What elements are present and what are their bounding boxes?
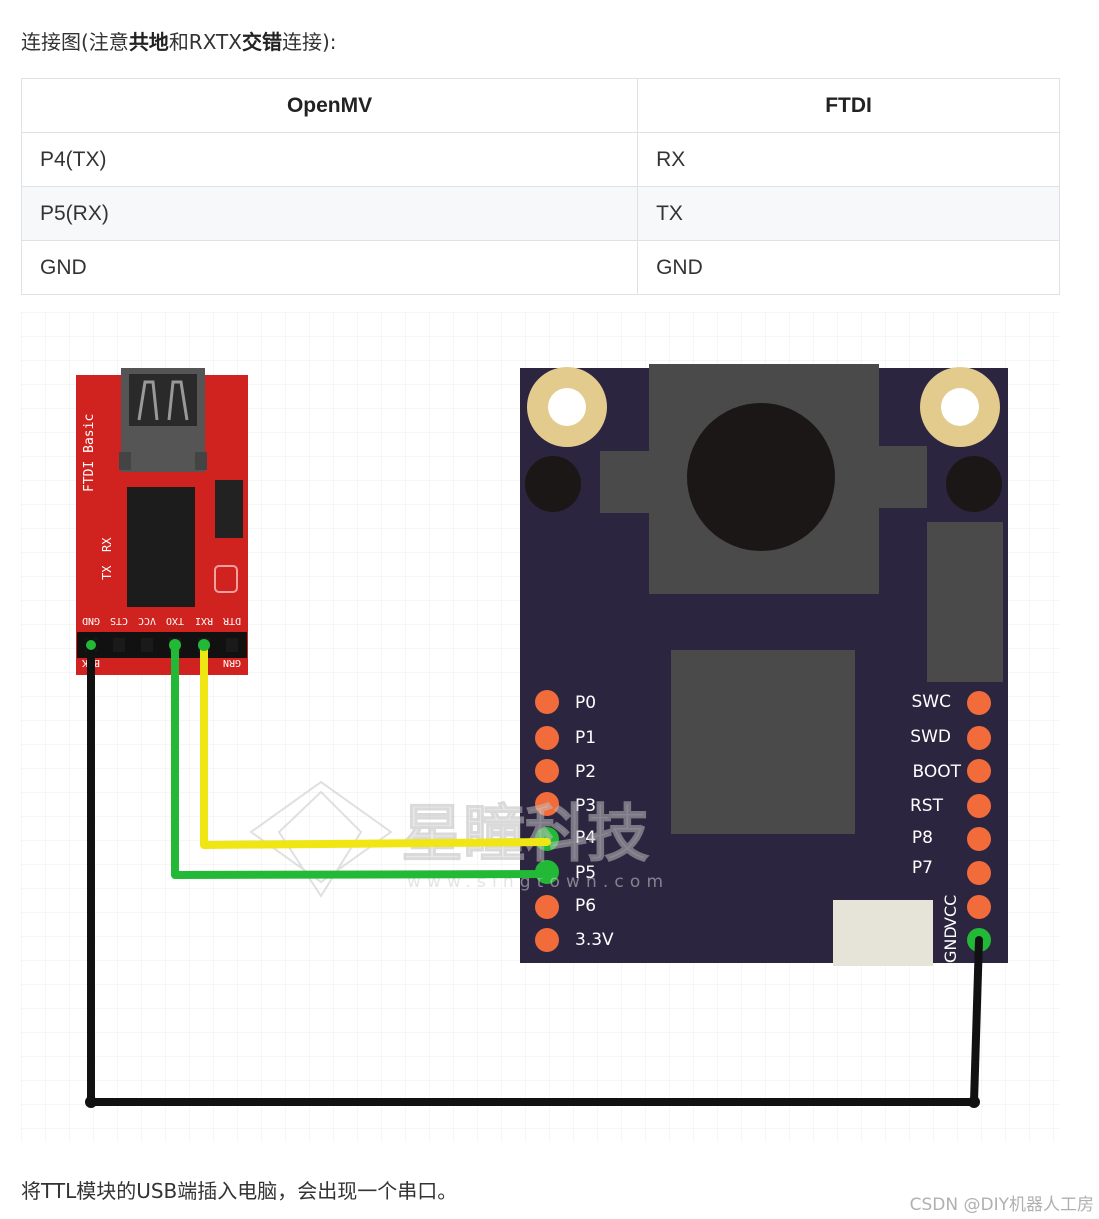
intro-part: 连接图(注意 [21, 30, 129, 54]
side-component [927, 522, 1003, 682]
intro-text: 连接图(注意共地和RXTX交错连接): [21, 26, 337, 55]
led-label-tx: TX [100, 565, 114, 580]
regulator-chip [215, 480, 243, 538]
ftdi-pin [113, 638, 125, 652]
wire-endpoint [169, 639, 181, 651]
table-row: P5(RX) TX [20, 186, 1060, 241]
pin-pad [967, 759, 991, 783]
pin-label-p8: P8 [912, 828, 933, 848]
pin-label-p7: P7 [912, 858, 933, 878]
pin-label-p5: P5 [575, 863, 596, 883]
led-label-rx: RX [100, 537, 114, 552]
table-header-openmv: OpenMV [20, 78, 639, 133]
pin-label-txo: TXO [166, 615, 184, 626]
pin-label-gnd: GND [941, 926, 960, 963]
mount-hole-center [941, 388, 979, 426]
wire-endpoint [84, 638, 98, 652]
ftdi-board: FTDI Basic RX TX GND CTS VCC TXO RXI DTR… [76, 368, 248, 675]
pin-label-p6: P6 [575, 896, 596, 916]
pin-pad [967, 827, 991, 851]
pin-label-p2: P2 [575, 762, 596, 782]
table-header-ftdi: FTDI [637, 78, 1060, 133]
watermark-logo-icon [249, 780, 393, 898]
table-cell: GND [637, 240, 1060, 295]
connector-socket [833, 900, 933, 966]
pin-label-vcc: VCC [138, 615, 156, 626]
pin-label-p4: P4 [575, 828, 596, 848]
table-cell: RX [637, 132, 1060, 187]
bottom-label-grn: GRN [223, 657, 241, 668]
left-pin-column: P0 P1 P2 P3 P4 P5 P6 3.3V [535, 690, 614, 952]
right-pin-column: SWC SWD BOOT RST P8 P7 GND VCC [910, 691, 991, 963]
usb-tab-left [119, 452, 131, 470]
pin-label-p3: P3 [575, 796, 596, 816]
table-row: GND GND [20, 240, 1060, 295]
pin-pad [535, 792, 559, 816]
connection-table: OpenMV FTDI P4(TX) RX P5(RX) TX GND GND [20, 78, 1060, 295]
intro-part: 和RXTX [168, 30, 242, 54]
pin-label-vcc: VCC [941, 895, 960, 928]
pin-pad [967, 691, 991, 715]
pin-pad [535, 759, 559, 783]
led-marker [214, 565, 238, 593]
table-cell: P4(TX) [20, 132, 639, 187]
pin-pad [535, 895, 559, 919]
credit-watermark: CSDN @DIY机器人工房 [909, 1195, 1094, 1215]
camera-lens-icon [687, 403, 835, 551]
pin-label-boot: BOOT [912, 762, 961, 782]
table-cell: TX [637, 186, 1060, 241]
ftdi-pin [141, 638, 153, 652]
pad-left [525, 456, 581, 512]
pin-label-3v3: 3.3V [575, 930, 614, 950]
pin-label-swd: SWD [910, 727, 951, 747]
wire-endpoint [198, 639, 210, 651]
wire-bend [968, 1096, 980, 1108]
wire-rxi-to-p4 [200, 641, 551, 849]
wire-gnd-to-gnd [87, 641, 983, 1106]
openmv-board: P0 P1 P2 P3 P4 P5 P6 3.3V SWC SWD BOOT R… [520, 364, 1008, 966]
table-row: P4(TX) RX [20, 132, 1060, 187]
wiring-diagram: FTDI Basic RX TX GND CTS VCC TXO RXI DTR… [21, 312, 1060, 1142]
pin-label-rxi: RXI [195, 615, 213, 626]
pin-pad [967, 895, 991, 919]
table-cell: P5(RX) [20, 186, 639, 241]
wire-bend [85, 1096, 97, 1108]
pin-pad [967, 794, 991, 818]
intro-bold-common-ground: 共地 [128, 30, 169, 54]
pin-label-swc: SWC [912, 692, 951, 712]
pin-pad [535, 726, 559, 750]
pin-label-cts: CTS [110, 615, 128, 626]
pin-pad [967, 726, 991, 750]
pin-pad [535, 690, 559, 714]
table-cell: GND [20, 240, 639, 295]
pin-label-p0: P0 [575, 693, 596, 713]
pin-pad [535, 928, 559, 952]
ftdi-header [77, 632, 247, 658]
pin-label-gnd: GND [82, 615, 100, 626]
pin-pad [967, 861, 991, 885]
intro-bold-cross: 交错 [241, 30, 282, 54]
outro-text: 将TTL模块的USB端插入电脑，会出现一个串口。 [21, 1179, 458, 1203]
watermark-name: 星瞳科技 [401, 797, 649, 870]
ftdi-chip [127, 487, 195, 607]
pad-right [946, 456, 1002, 512]
wire-txo-to-p5 [171, 641, 551, 879]
wires [84, 638, 983, 1108]
pin-label-p1: P1 [575, 728, 596, 748]
usb-contacts [137, 380, 189, 421]
pin-label-dtr: DTR [222, 615, 241, 626]
pin-label-rst: RST [910, 796, 944, 816]
usb-tab-right [195, 452, 207, 470]
mount-hole-center [548, 388, 586, 426]
ftdi-title-label: FTDI Basic [82, 414, 97, 492]
main-processor-chip [671, 650, 855, 834]
table-header-row: OpenMV FTDI [20, 78, 1060, 133]
ftdi-pin [226, 638, 238, 652]
intro-part: 连接): [281, 30, 337, 54]
